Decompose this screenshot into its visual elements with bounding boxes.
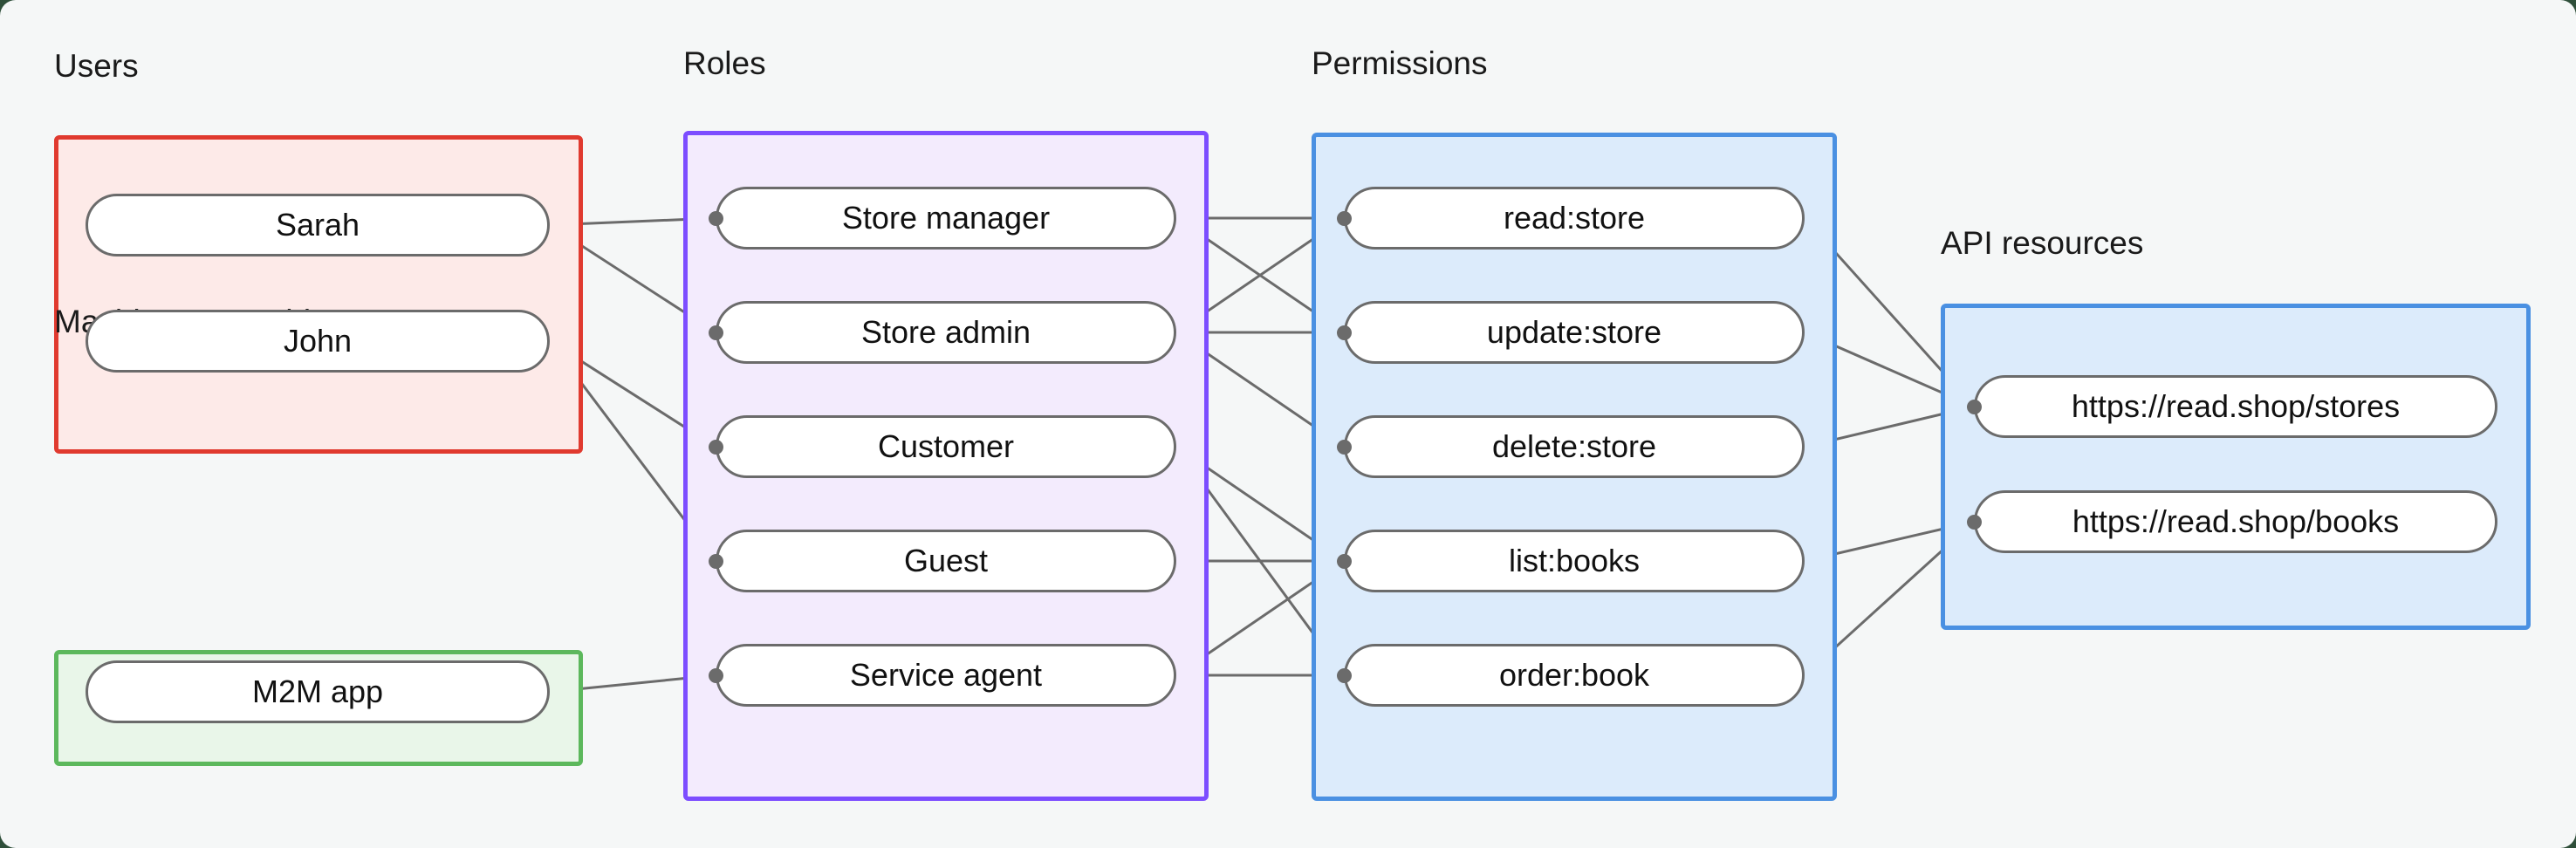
node-label-list_books: list:books — [1508, 543, 1641, 578]
node-label-store_admin: Store admin — [860, 314, 1031, 350]
node-delete_store[interactable]: delete:store — [1344, 415, 1805, 478]
node-label-update_store: update:store — [1486, 314, 1662, 350]
connection-port-read_store — [1336, 210, 1352, 226]
connection-port-res_books — [1966, 514, 1982, 530]
node-res_stores[interactable]: https://read.shop/stores — [1974, 375, 2497, 438]
node-label-store_manager: Store manager — [841, 200, 1051, 236]
node-res_books[interactable]: https://read.shop/books — [1974, 490, 2497, 553]
group-label-roles: Roles — [683, 45, 766, 81]
node-label-service_agent: Service agent — [849, 657, 1043, 693]
node-label-res_books: https://read.shop/books — [2072, 503, 2400, 539]
node-guest[interactable]: Guest — [716, 530, 1176, 592]
connection-port-store_admin — [708, 325, 723, 340]
node-label-customer: Customer — [877, 428, 1015, 464]
node-read_store[interactable]: read:store — [1344, 187, 1805, 250]
node-label-delete_store: delete:store — [1491, 428, 1657, 464]
node-list_books[interactable]: list:books — [1344, 530, 1805, 592]
connection-port-delete_store — [1336, 439, 1352, 455]
node-sarah[interactable]: Sarah — [86, 194, 550, 256]
connection-port-service_agent — [708, 667, 723, 683]
node-label-m2m_app: M2M app — [251, 674, 384, 709]
connection-port-customer — [708, 439, 723, 455]
connection-port-guest — [708, 553, 723, 569]
node-customer[interactable]: Customer — [716, 415, 1176, 478]
group-label-users: Users — [54, 48, 139, 84]
node-label-order_book: order:book — [1498, 657, 1650, 693]
node-label-read_store: read:store — [1503, 200, 1646, 236]
node-label-res_stores: https://read.shop/stores — [2071, 388, 2401, 424]
node-label-john: John — [283, 323, 353, 359]
group-label-api: API resources — [1941, 225, 2144, 261]
node-service_agent[interactable]: Service agent — [716, 644, 1176, 707]
connection-port-update_store — [1336, 325, 1352, 340]
connection-port-order_book — [1336, 667, 1352, 683]
group-label-permissions: Permissions — [1312, 45, 1488, 81]
group-box-api — [1941, 304, 2531, 630]
connection-port-list_books — [1336, 553, 1352, 569]
connection-port-res_stores — [1966, 399, 1982, 414]
node-store_manager[interactable]: Store manager — [716, 187, 1176, 250]
connection-port-store_manager — [708, 210, 723, 226]
node-order_book[interactable]: order:book — [1344, 644, 1805, 707]
node-label-guest: Guest — [903, 543, 989, 578]
node-update_store[interactable]: update:store — [1344, 301, 1805, 364]
node-label-sarah: Sarah — [275, 207, 360, 243]
node-m2m_app[interactable]: M2M app — [86, 660, 550, 723]
node-john[interactable]: John — [86, 310, 550, 373]
group-box-users — [54, 135, 583, 454]
node-store_admin[interactable]: Store admin — [716, 301, 1176, 364]
